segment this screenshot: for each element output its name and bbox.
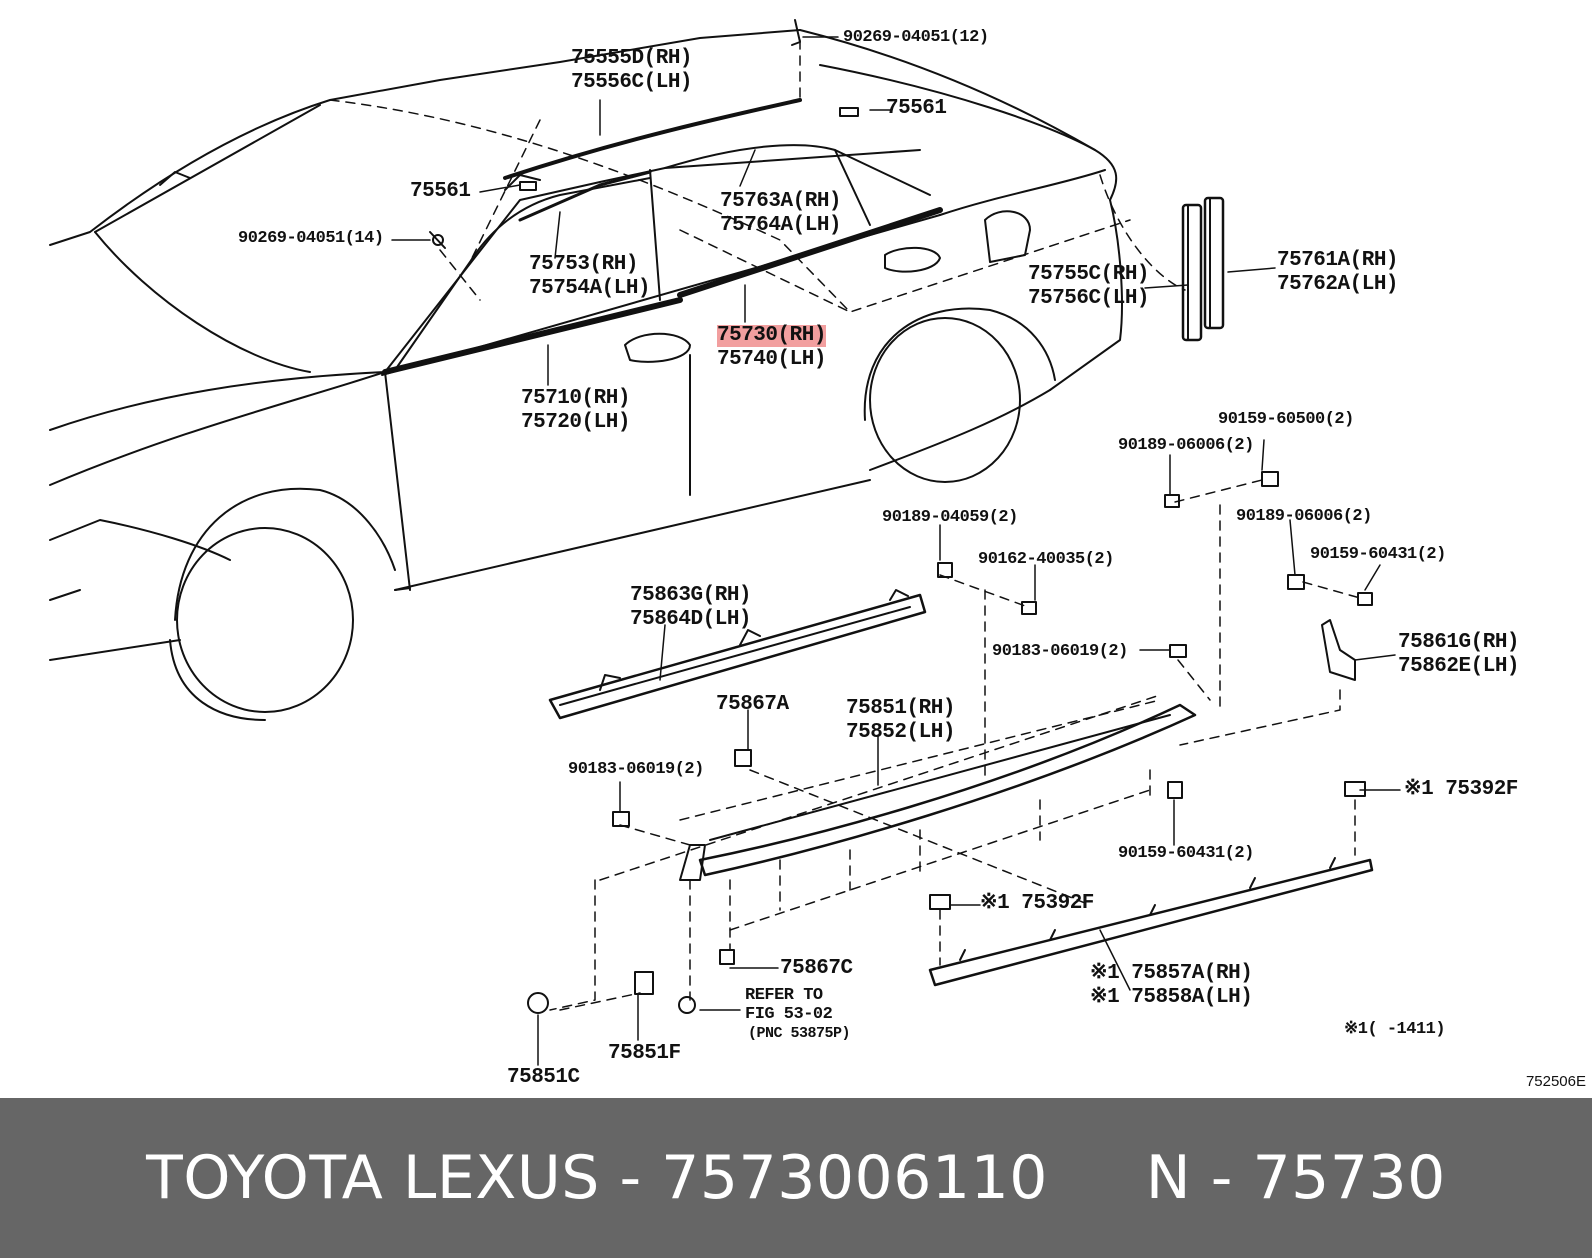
part-label-75852-lh[interactable]: 75852(LH): [846, 721, 955, 744]
footer-brand: TOYOTA LEXUS: [146, 1143, 600, 1213]
part-label-90189-06006-a[interactable]: 90189-06006(2): [1118, 436, 1254, 455]
part-label-75851c[interactable]: 75851C: [507, 1066, 580, 1089]
part-label-75392f-b[interactable]: ※1 75392F: [980, 892, 1094, 915]
part-label-75763a-rh[interactable]: 75763A(RH): [720, 190, 842, 213]
part-label-75857a-rh[interactable]: ※1 75857A(RH): [1090, 962, 1253, 985]
part-label-75867c[interactable]: 75867C: [780, 957, 853, 980]
part-label-75764a-lh[interactable]: 75764A(LH): [720, 214, 842, 237]
part-label-75867a[interactable]: 75867A: [716, 693, 789, 716]
car-body-outline: [49, 29, 1123, 721]
part-label-75851-rh[interactable]: 75851(RH): [846, 697, 955, 720]
part-label-90183-06019-a[interactable]: 90183-06019(2): [992, 642, 1128, 661]
refer-to-line-3: (PNC 53875P): [748, 1025, 851, 1042]
part-label-75555d-rh[interactable]: 75555D(RH): [571, 47, 693, 70]
leader-lines: [391, 36, 1401, 1066]
part-label-75730-rh-highlighted[interactable]: 75730(RH): [717, 324, 826, 347]
part-number-footer: TOYOTA LEXUS - 7573006110 N - 75730: [0, 1098, 1592, 1258]
footer-gap: [1048, 1143, 1146, 1213]
part-label-90159-60500[interactable]: 90159-60500(2): [1218, 410, 1354, 429]
trim-moldings: [382, 98, 1374, 987]
part-label-75864d-lh[interactable]: 75864D(LH): [630, 608, 752, 631]
part-label-75755c-rh[interactable]: 75755C(RH): [1028, 263, 1150, 286]
part-label-75753-rh[interactable]: 75753(RH): [529, 253, 638, 276]
refer-to-line-2[interactable]: FIG 53-02: [745, 1005, 833, 1024]
part-label-75710-rh[interactable]: 75710(RH): [521, 387, 630, 410]
footer-part-number: 7573006110: [661, 1143, 1048, 1213]
footer-separator-1: -: [599, 1143, 662, 1213]
part-label-75392f-a[interactable]: ※1 75392F: [1404, 778, 1518, 801]
part-label-75556c-lh[interactable]: 75556C(LH): [571, 71, 693, 94]
part-label-90162-40035[interactable]: 90162-40035(2): [978, 550, 1114, 569]
footer-pnc: 75730: [1252, 1143, 1446, 1213]
part-label-75561-left[interactable]: 75561: [410, 180, 471, 203]
part-label-90183-06019-b[interactable]: 90183-06019(2): [568, 760, 704, 779]
part-label-90269-04051-14[interactable]: 90269-04051(14): [238, 229, 384, 248]
part-label-75861g-rh[interactable]: 75861G(RH): [1398, 631, 1520, 654]
car-side-body-drawing: [49, 19, 1401, 1066]
part-label-75858a-lh[interactable]: ※1 75858A(LH): [1090, 986, 1253, 1009]
part-label-75761a-rh[interactable]: 75761A(RH): [1277, 249, 1399, 272]
refer-to-line-1: REFER TO: [745, 986, 823, 1005]
part-label-75740-lh[interactable]: 75740(LH): [717, 348, 826, 371]
part-label-75561-top[interactable]: 75561: [886, 97, 947, 120]
part-label-90189-04059[interactable]: 90189-04059(2): [882, 508, 1018, 527]
diagram-code: 752506E: [1525, 1073, 1586, 1090]
part-label-75863g-rh[interactable]: 75863G(RH): [630, 584, 752, 607]
part-label-90159-60431-b[interactable]: 90159-60431(2): [1118, 844, 1254, 863]
parts-diagram: 90269-04051(12) 75555D(RH) 75556C(LH) 75…: [49, 19, 1586, 1090]
part-label-75762a-lh[interactable]: 75762A(LH): [1277, 273, 1399, 296]
part-label-90269-04051-12[interactable]: 90269-04051(12): [843, 28, 989, 47]
part-label-75851f[interactable]: 75851F: [608, 1042, 681, 1065]
footer-n-prefix: N: [1145, 1143, 1192, 1213]
part-label-90189-06006-b[interactable]: 90189-06006(2): [1236, 507, 1372, 526]
footer-separator-2: -: [1191, 1143, 1253, 1213]
part-label-75754a-lh[interactable]: 75754A(LH): [529, 277, 651, 300]
part-label-75862e-lh[interactable]: 75862E(LH): [1398, 655, 1520, 678]
footnote-1411: ※1( -1411): [1344, 1020, 1446, 1039]
part-label-75720-lh[interactable]: 75720(LH): [521, 411, 630, 434]
part-label-90159-60431-a[interactable]: 90159-60431(2): [1310, 545, 1446, 564]
assembly-dashed-lines: [329, 39, 1361, 1011]
part-label-75756c-lh[interactable]: 75756C(LH): [1028, 287, 1150, 310]
